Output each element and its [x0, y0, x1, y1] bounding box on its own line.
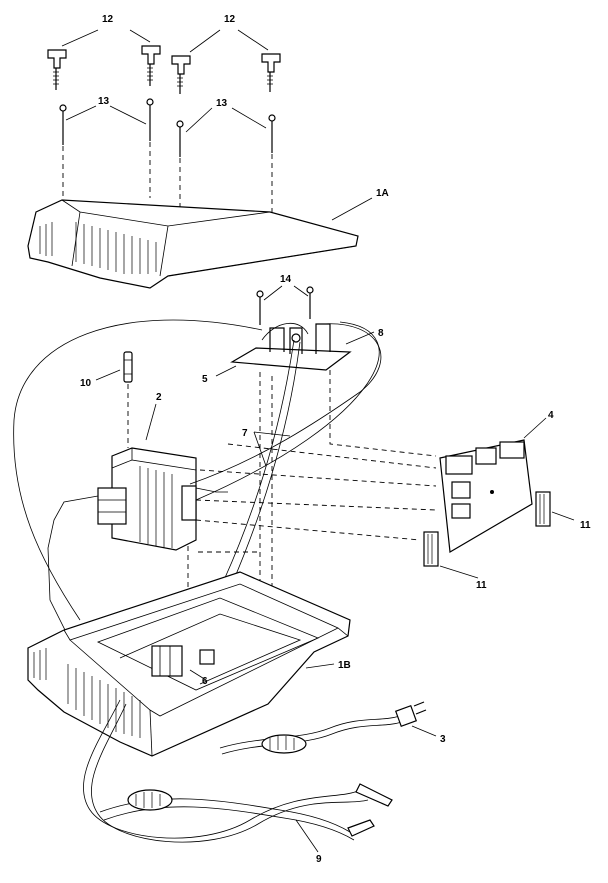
- power-cord-3: [219, 701, 427, 755]
- callout-1A: 1A: [376, 188, 389, 199]
- screw-13-4: [268, 114, 276, 153]
- cover-1A: [27, 199, 359, 289]
- clamp-12-3: [171, 55, 191, 94]
- insulator-11-bottom: [423, 531, 439, 567]
- callout-4: 4: [548, 410, 554, 421]
- transformer-2: [97, 447, 197, 551]
- callout-11-bottom: 11: [476, 580, 487, 591]
- callout-10: 10: [80, 378, 92, 389]
- callout-8: 8: [378, 328, 384, 339]
- callout-12-left: 12: [102, 14, 114, 25]
- clamp-12-1: [47, 49, 67, 90]
- screw-13-3: [176, 120, 184, 157]
- callout-3: 3: [440, 734, 446, 745]
- callout-11-right: 11: [580, 520, 591, 531]
- callout-12-right: 12: [224, 14, 236, 25]
- callout-5: 5: [202, 374, 208, 385]
- callout-13-right: 13: [216, 98, 228, 109]
- base-1B: [27, 571, 351, 757]
- insulator-11-right: [535, 491, 551, 527]
- clamp-12-2: [141, 45, 161, 86]
- fuse-10: [123, 351, 133, 383]
- callout-6: 6: [202, 676, 208, 687]
- screw-13-1: [59, 104, 67, 145]
- callout-7: 7: [242, 428, 248, 439]
- heatsink-bracket-4: [439, 439, 533, 553]
- clamp-12-4: [261, 53, 281, 92]
- callout-13-left: 13: [98, 96, 110, 107]
- callout-9: 9: [316, 854, 322, 865]
- screw-13-2: [146, 98, 154, 141]
- switch-plate-5: [230, 322, 352, 371]
- charger-clips-9: [83, 699, 393, 843]
- screw-14-pair: [256, 286, 314, 325]
- callout-2: 2: [156, 392, 162, 403]
- callout-1B: 1B: [338, 660, 351, 671]
- callout-14: 14: [280, 274, 292, 285]
